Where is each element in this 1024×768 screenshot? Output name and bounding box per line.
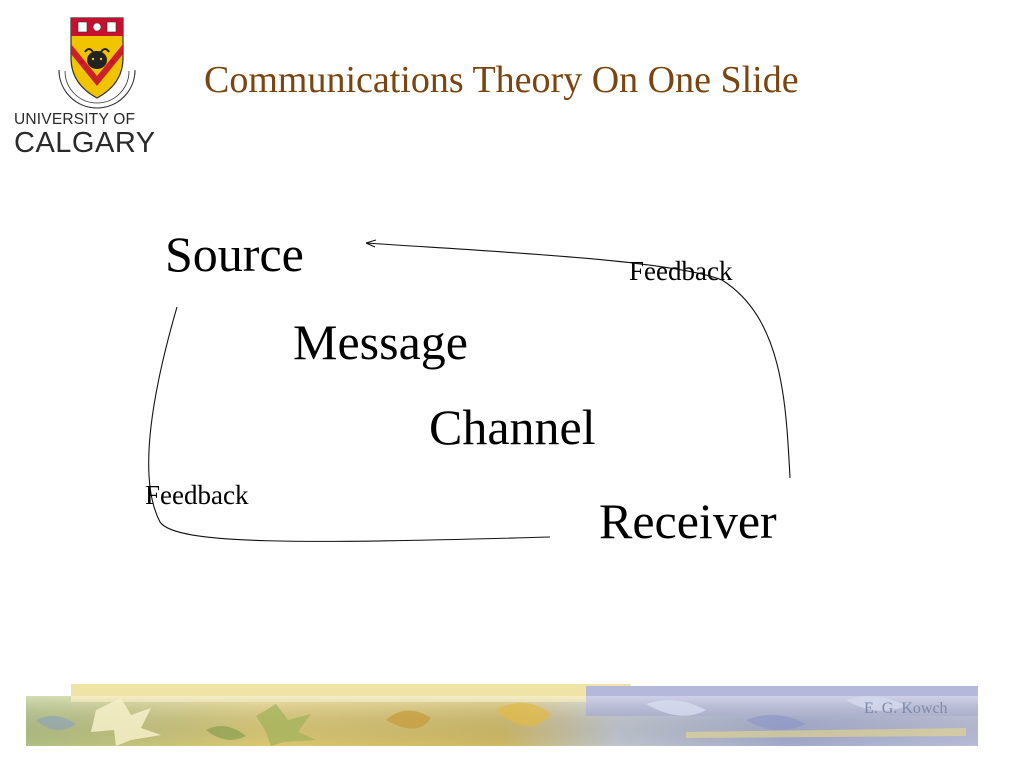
university-wordmark: UNIVERSITY OF CALGARY: [14, 111, 156, 159]
label-message: Message: [293, 314, 468, 370]
slide-title: Communications Theory On One Slide: [204, 59, 799, 101]
label-source: Source: [165, 226, 304, 282]
author-credit: E. G. Kowch: [864, 700, 948, 717]
logo-line-1: UNIVERSITY OF: [14, 111, 136, 128]
label-channel: Channel: [429, 399, 596, 455]
leaf-banner: [26, 684, 978, 746]
feedback-curve-top-tip: [365, 239, 377, 248]
label-receiver: Receiver: [599, 493, 777, 549]
logo-line-2: CALGARY: [14, 126, 156, 159]
university-logo: UNIVERSITY OF CALGARY: [14, 14, 156, 160]
label-feedback-top: Feedback: [629, 256, 733, 286]
crest-icon: [53, 17, 141, 110]
label-feedback-left: Feedback: [145, 480, 249, 510]
